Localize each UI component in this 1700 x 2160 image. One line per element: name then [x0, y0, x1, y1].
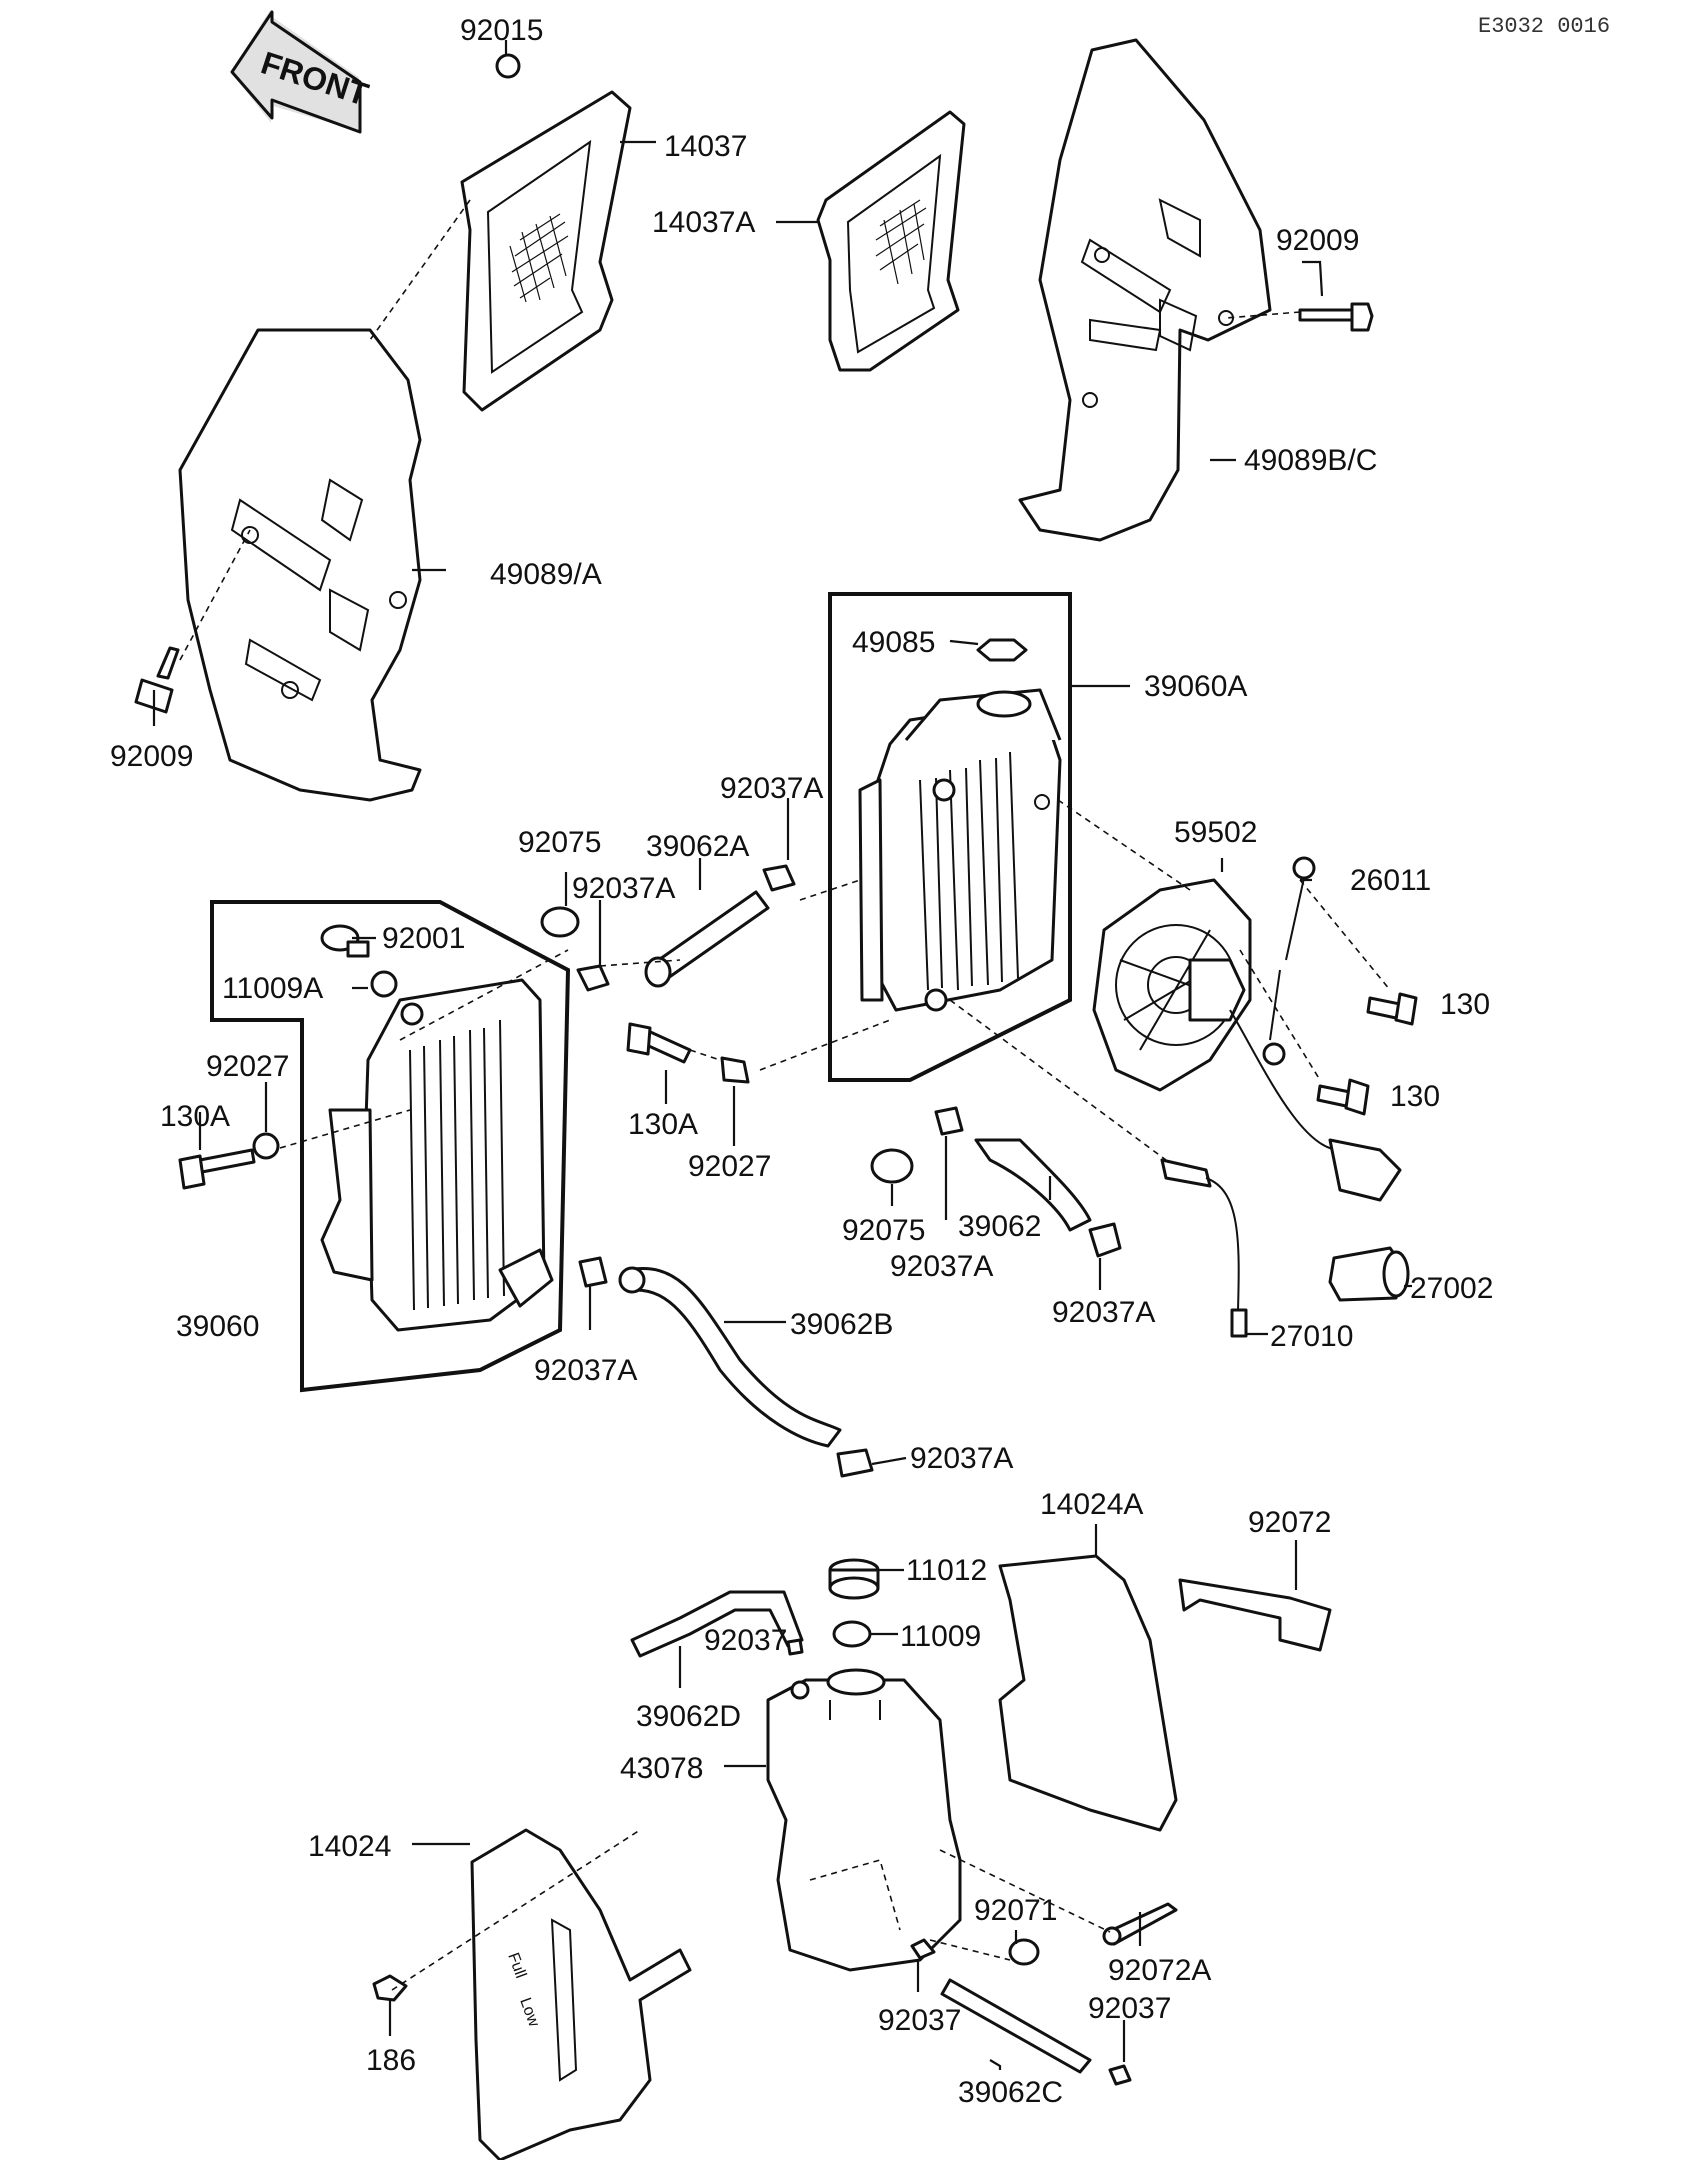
callout-11009A: 11009A	[222, 972, 323, 1005]
grommet-92075-lower	[870, 1148, 914, 1184]
callout-92037-top: 92037	[704, 1624, 787, 1657]
grommet-92015	[495, 53, 521, 79]
callout-39062D: 39062D	[636, 1700, 741, 1733]
hose-39062B	[626, 1267, 842, 1448]
callout-92037A-b4: 92037A	[910, 1442, 1013, 1475]
fan-switch-27010	[1160, 1158, 1248, 1338]
callout-92037A-b3: 92037A	[534, 1354, 637, 1387]
radiator-right	[828, 592, 1072, 1082]
radiator-screen-left	[460, 53, 632, 412]
callout-92072A: 92072A	[1108, 1954, 1211, 1987]
callout-130A-mid: 130A	[628, 1108, 698, 1141]
grommet-92075-upper	[540, 906, 580, 938]
clamp-92037A-top	[762, 864, 796, 892]
bolt-130-lower	[1316, 1078, 1370, 1116]
clamp-92037A-b2	[1088, 1222, 1122, 1258]
callout-92015: 92015	[460, 14, 543, 47]
bolt-92009-left	[134, 646, 180, 714]
washer-92027-left	[252, 1132, 280, 1160]
callout-14037: 14037	[664, 130, 747, 163]
callout-39062C: 39062C	[958, 2076, 1063, 2109]
assembly-lines	[179, 199, 1391, 1991]
callout-39060: 39060	[176, 1310, 259, 1343]
radiator-screen-right	[816, 110, 966, 372]
clamp-92037A-b3	[578, 1256, 608, 1288]
bolt-130A-mid	[626, 1022, 692, 1064]
reservoir-tank-43078	[766, 1668, 962, 1972]
callout-92075-top: 92075	[518, 826, 601, 859]
callout-49089BC: 49089B/C	[1244, 444, 1377, 477]
callout-130A-left: 130A	[160, 1100, 230, 1133]
plug-92001	[320, 924, 370, 958]
callout-92037A-mid: 92037A	[572, 872, 675, 905]
callout-92037-left: 92037	[878, 2004, 961, 2037]
radiator-cap-49085	[976, 638, 1028, 662]
grommet-92071	[1008, 1938, 1040, 1966]
callout-11009: 11009	[900, 1620, 981, 1653]
callout-92009-left: 92009	[110, 740, 193, 773]
callout-92037-right: 92037	[1088, 1992, 1171, 2025]
radiator-shroud-right	[1018, 38, 1272, 542]
reservoir-cap-11012	[828, 1558, 880, 1600]
bolt-130A-left	[178, 1148, 256, 1190]
callout-11012: 11012	[906, 1554, 987, 1587]
callout-130-upper: 130	[1440, 988, 1490, 1021]
callout-59502: 59502	[1174, 816, 1257, 849]
clamp-92037-top	[786, 1638, 804, 1656]
bolt-130-upper	[1366, 992, 1418, 1026]
callout-92027-mid: 92027	[688, 1150, 771, 1183]
bracket-92072	[1178, 1578, 1332, 1652]
callout-92027-left: 92027	[206, 1050, 289, 1083]
callout-39060A: 39060A	[1144, 670, 1247, 703]
callout-14037A: 14037A	[652, 206, 755, 239]
clamp-92037A-b4	[836, 1448, 874, 1478]
clamp-92037-r	[1108, 2064, 1132, 2086]
bolt-92009-right	[1298, 302, 1374, 332]
callout-39062A: 39062A	[646, 830, 749, 863]
reservoir-cover-14024A	[998, 1554, 1178, 1832]
clamp-92037A-mid	[576, 964, 610, 992]
front-arrow-icon: FRONT	[230, 9, 373, 134]
callout-27010: 27010	[1270, 1320, 1353, 1353]
hose-39062	[974, 1138, 1092, 1232]
callout-39062B: 39062B	[790, 1308, 893, 1341]
callout-14024A: 14024A	[1040, 1488, 1143, 1521]
callout-49089A: 49089/A	[490, 558, 602, 591]
callout-186: 186	[366, 2044, 416, 2077]
leader-lines	[152, 40, 1412, 2070]
ground-wire-26011	[1262, 856, 1316, 1066]
callout-92037A-b1: 92037A	[890, 1250, 993, 1283]
radiator-shroud-left	[178, 328, 422, 802]
callout-26011: 26011	[1350, 864, 1431, 897]
callout-39062: 39062	[958, 1210, 1041, 1243]
hose-39062C	[940, 1978, 1092, 2074]
drawing-code: E3032 0016	[1478, 14, 1610, 39]
callout-92037A-b2: 92037A	[1052, 1296, 1155, 1329]
switch-cap-27002	[1328, 1246, 1410, 1302]
gasket-11009	[832, 1620, 872, 1648]
callout-92075-lower: 92075	[842, 1214, 925, 1247]
callout-92009-right: 92009	[1276, 224, 1359, 257]
washer-92027-mid	[720, 1056, 750, 1084]
callout-27002: 27002	[1410, 1272, 1493, 1305]
callout-92071: 92071	[974, 1894, 1057, 1927]
radiator-left	[210, 900, 571, 1393]
clamp-92037-l	[910, 1938, 936, 1960]
washer-11009A	[370, 970, 398, 998]
reservoir-guard-14024: Full Low	[470, 1828, 692, 2160]
callout-14024: 14024	[308, 1830, 391, 1863]
cooling-fan	[1092, 878, 1402, 1202]
callout-130-lower: 130	[1390, 1080, 1440, 1113]
callout-92037A-top: 92037A	[720, 772, 823, 805]
callout-43078: 43078	[620, 1752, 703, 1785]
bolt-186	[372, 1974, 408, 2002]
callout-49085: 49085	[852, 626, 935, 659]
callout-92072: 92072	[1248, 1506, 1331, 1539]
clamp-92037A-b1	[934, 1106, 964, 1136]
callout-92001: 92001	[382, 922, 465, 955]
